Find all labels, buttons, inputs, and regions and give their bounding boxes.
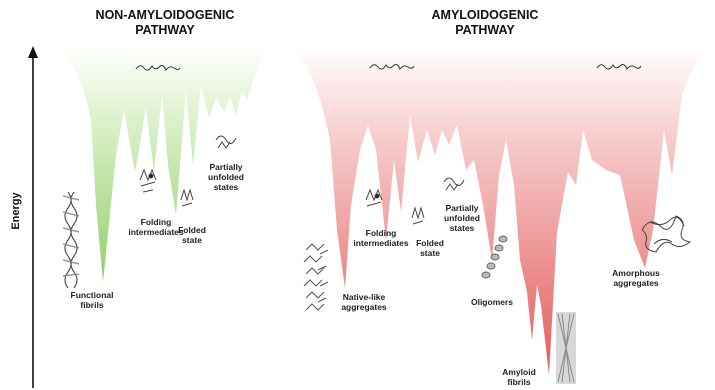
- label-oligomers: Oligomers: [464, 297, 520, 307]
- label-native-like-aggregates: Native-like aggregates: [334, 292, 394, 312]
- native-like-aggregate-structure: [304, 244, 328, 310]
- energy-axis-arrowhead: [28, 46, 38, 58]
- non-amyloidogenic-title: NON-AMYLOIDOGENIC PATHWAY: [90, 8, 240, 38]
- amyloidogenic-funnel: [290, 45, 715, 375]
- label-partially-unfolded-green: Partially unfolded states: [200, 162, 252, 192]
- energy-axis-label: Energy: [10, 181, 22, 241]
- label-folding-intermediates-red: Folding intermediates: [350, 228, 412, 248]
- label-folded-state-red: Folded state: [410, 238, 450, 258]
- label-functional-fibrils: Functional fibrils: [64, 290, 120, 310]
- folding-intermediate-icon-green: [140, 170, 156, 192]
- amyloid-fibril-structure: [556, 312, 576, 384]
- amyloidogenic-title: AMYLOIDOGENIC PATHWAY: [425, 8, 545, 38]
- label-amyloid-fibrils: Amyloid fibrils: [494, 367, 544, 387]
- label-folded-state-green: Folded state: [172, 225, 212, 245]
- functional-fibril-structure: [63, 192, 79, 288]
- folded-state-icon-red: [412, 208, 424, 224]
- folding-intermediate-icon-red: [366, 190, 382, 206]
- partially-unfolded-icon-green: [216, 136, 236, 148]
- label-amorphous-aggregates: Amorphous aggregates: [604, 268, 668, 288]
- folded-state-icon-green: [181, 190, 193, 206]
- partially-unfolded-icon-red: [444, 178, 464, 190]
- label-partially-unfolded-red: Partially unfolded states: [436, 203, 488, 233]
- oligomer-structure: [482, 236, 507, 278]
